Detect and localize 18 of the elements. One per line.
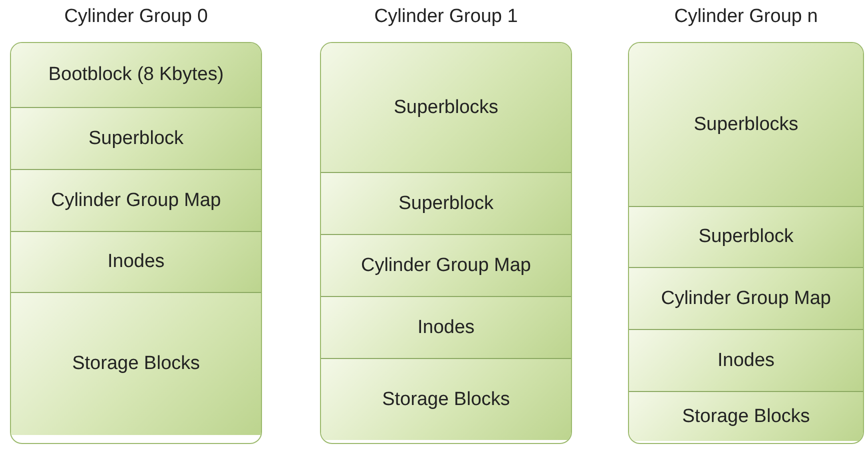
disk-region: Storage Blocks: [629, 392, 863, 441]
disk-region: Superblock: [321, 173, 571, 235]
disk-region: Storage Blocks: [321, 359, 571, 440]
disk-region: Inodes: [629, 330, 863, 392]
disk-region: Inodes: [321, 297, 571, 359]
disk-region: Cylinder Group Map: [321, 235, 571, 297]
column-heading: Cylinder Group 0: [64, 6, 208, 28]
disk-region: Inodes: [11, 232, 261, 293]
disk-region: Superblocks: [629, 43, 863, 207]
disk-region: Bootblock (8 Kbytes): [11, 43, 261, 108]
disk-region: Superblock: [11, 108, 261, 170]
disk-region: Cylinder Group Map: [629, 268, 863, 330]
column-heading: Cylinder Group 1: [374, 6, 518, 28]
disk-region: Cylinder Group Map: [11, 170, 261, 232]
disk-region: Superblock: [629, 207, 863, 268]
column-heading: Cylinder Group n: [674, 6, 818, 28]
disk-region: Storage Blocks: [11, 293, 261, 435]
disk-region: Superblocks: [321, 43, 571, 173]
